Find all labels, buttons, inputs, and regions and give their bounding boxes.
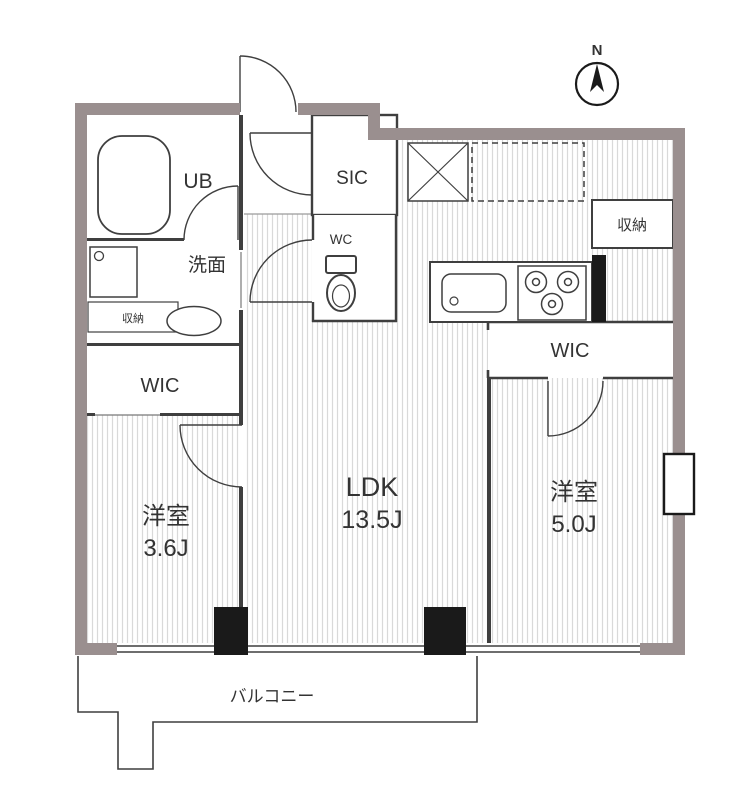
sic-door — [249, 132, 313, 196]
bottom-windows — [75, 643, 685, 655]
bedroom-left-door — [179, 424, 243, 488]
kitchen — [407, 142, 593, 323]
compass-n-label: N — [592, 42, 603, 59]
wic-left-label: WIC — [141, 375, 180, 397]
compass: N — [574, 42, 620, 107]
balcony-label: バルコニー — [230, 687, 315, 706]
washroom-label: 洗面 — [188, 254, 226, 276]
stove-burners-icon — [524, 270, 580, 316]
wic-right-box — [488, 322, 673, 378]
ub-label: UB — [183, 170, 212, 193]
wc-door — [249, 239, 313, 303]
room-labels: LDK 13.5J 洋室 3.6J 洋室 5.0J WIC WIC UB 洗面 … — [122, 168, 647, 706]
interior-walls — [87, 115, 491, 643]
bedroom-right-label: 洋室 — [550, 479, 598, 506]
sliding-doors — [95, 252, 242, 416]
washer-space-icon — [89, 246, 138, 298]
pillars — [214, 255, 606, 655]
storage-right-label: 収納 — [617, 217, 647, 234]
storage-right-box — [591, 199, 674, 249]
washer-faucet-icon — [93, 250, 105, 262]
refrigerator-space — [471, 142, 585, 202]
ldk-label: LDK — [346, 472, 399, 502]
wic-right-label: WIC — [551, 340, 590, 362]
door-arcs — [179, 55, 604, 488]
kitchen-sink-icon — [441, 273, 507, 313]
bath-door — [183, 185, 239, 241]
right-wall-door — [662, 452, 696, 516]
compass-needle-icon — [590, 64, 604, 92]
storage-left-label: 収納 — [122, 312, 144, 325]
bedroom-right-size-label: 5.0J — [551, 511, 596, 538]
sanitary — [87, 135, 357, 337]
toilet-icon — [325, 255, 357, 312]
vanity-basin-icon — [166, 305, 222, 337]
ldk-size-label: 13.5J — [341, 506, 402, 534]
wc-label: WC — [330, 232, 353, 247]
bedroom-left-size-label: 3.6J — [143, 535, 188, 562]
sink-drain-icon — [449, 296, 459, 306]
bedroom-right-door — [547, 380, 604, 437]
entry-door — [239, 55, 297, 113]
sic-label: SIC — [336, 168, 368, 189]
entry-area — [244, 115, 312, 215]
outer-walls — [75, 103, 685, 655]
wc-borders — [311, 215, 398, 323]
balcony — [77, 656, 478, 770]
bedroom-left-label: 洋室 — [142, 503, 190, 530]
bathtub-icon — [97, 135, 171, 235]
